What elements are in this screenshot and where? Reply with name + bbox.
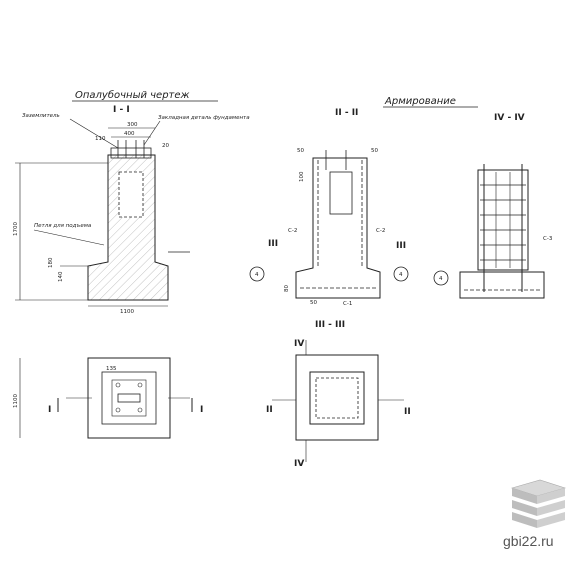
- dim-50-top-right: 50: [371, 148, 378, 154]
- bar-mark-4-right: [393, 266, 409, 282]
- dim-300: 300: [127, 122, 138, 128]
- mesh-c1: С-1: [343, 301, 352, 307]
- bar-mark-4-left-label: 4: [255, 272, 259, 278]
- dim-100: 100: [299, 171, 305, 182]
- rebar-socket-II: [329, 171, 353, 215]
- note-lifting-loop: Петля для подъема: [34, 223, 92, 229]
- note-grounding: Заземлитель: [22, 113, 60, 119]
- dim-50-bottom: 50: [310, 300, 317, 306]
- dim-20: 20: [162, 143, 169, 149]
- bar-mark-4-iv-label: 4: [439, 276, 443, 282]
- note-embedded: Закладная деталь фундамента: [158, 115, 250, 121]
- leader-grounding: [69, 118, 119, 149]
- plan-column-III: [309, 371, 365, 425]
- dim-1100: 1100: [120, 309, 134, 315]
- plan-rebar-III: [315, 377, 359, 419]
- rebar-cage-IV: [477, 169, 529, 271]
- dim-180: 180: [48, 257, 54, 268]
- cut-mark-II-left: II: [266, 405, 273, 415]
- bar-mark-4-right-label: 4: [399, 272, 403, 278]
- leader-lifting-loop: [33, 229, 105, 246]
- plan-view-formwork: 135 1100 I I: [13, 357, 203, 439]
- mesh-c3: С-3: [543, 236, 553, 242]
- section-III-III: III - III II II IV IV: [266, 320, 411, 469]
- bar-mark-4-iv: [433, 270, 449, 286]
- title-formwork: Опалубочный чертеж: [75, 89, 190, 101]
- section-III-label: III - III: [315, 320, 345, 330]
- section-IV-label: IV - IV: [494, 113, 525, 123]
- dim-110: 110: [95, 136, 106, 142]
- mesh-c2-right: С-2: [376, 228, 385, 234]
- dim-1100-plan: 1100: [13, 394, 19, 408]
- cut-mark-IV-top: IV: [294, 339, 304, 349]
- watermark-logo: [510, 479, 567, 528]
- rebar-outline-II: [295, 157, 381, 299]
- dim-80: 80: [284, 285, 290, 292]
- plan-footing: [87, 357, 171, 439]
- cut-mark-I-right: I: [200, 405, 203, 415]
- leader-embedded: [143, 120, 161, 146]
- watermark-text: gbi22.ru: [503, 533, 554, 549]
- bar-mark-4-left: [249, 266, 265, 282]
- dim-140: 140: [58, 271, 64, 282]
- title-reinforcement: Армирование: [384, 96, 456, 107]
- section-IV-IV: IV - IV С-3 4: [433, 113, 553, 299]
- section-II-II: II - II 50 50 100 80 50 С-1 С-2 С-2 4 4 …: [249, 108, 409, 307]
- section-I-I: I - I 300 400 110 20 Заземлитель Закладн…: [13, 105, 250, 315]
- plan-embedded-plate: [117, 393, 141, 403]
- dim-1700: 1700: [13, 222, 19, 236]
- dim-135: 135: [106, 366, 117, 372]
- plan-footing-III: [295, 354, 379, 441]
- dim-50-top: 50: [297, 148, 304, 154]
- socket-cavity: [118, 171, 144, 218]
- plan-column: [101, 371, 157, 425]
- plan-socket: [111, 379, 147, 417]
- cut-mark-I-left: I: [48, 405, 51, 415]
- rebar-footing-IV: [459, 271, 545, 299]
- section-I-label: I - I: [113, 105, 130, 115]
- dim-400: 400: [124, 131, 135, 137]
- cut-mark-III-right: III: [396, 241, 406, 251]
- foundation-outline: [87, 154, 169, 301]
- column-top-cap: [110, 147, 152, 159]
- cut-mark-IV-bottom: IV: [294, 459, 304, 469]
- cut-mark-III-left: III: [268, 239, 278, 249]
- mesh-c2-left: С-2: [288, 228, 297, 234]
- cut-mark-II-right: II: [404, 407, 411, 417]
- section-II-label: II - II: [335, 108, 358, 118]
